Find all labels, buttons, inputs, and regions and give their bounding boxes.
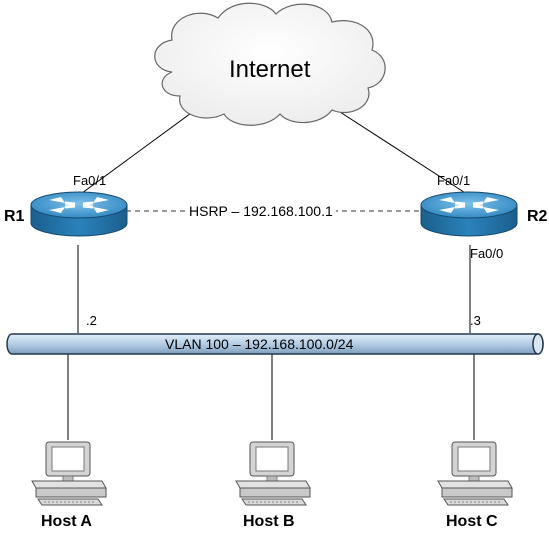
internet-cloud-icon: [154, 2, 386, 126]
internet-label: Internet: [229, 56, 311, 83]
hsrp-label: HSRP – 192.168.100.1: [186, 204, 336, 218]
link-r1-internet: [77, 107, 199, 197]
host-a-icon: [31, 441, 107, 506]
router-r1-name: R1: [4, 208, 25, 225]
host-c-label: Host C: [446, 513, 498, 530]
r2-lan-port-label: Fa0/0: [470, 246, 504, 261]
host-c-icon: [437, 441, 513, 506]
r2-lan-ip-label: .3: [470, 313, 481, 328]
r2-uplink-port-label: Fa0/1: [437, 173, 471, 188]
host-a-label: Host A: [41, 513, 92, 530]
vlan-bus: [6, 333, 544, 355]
host-b-icon: [235, 441, 311, 506]
host-b-label: Host B: [243, 513, 295, 530]
router-r2-name: R2: [527, 208, 548, 225]
router-r1-icon: [29, 190, 129, 238]
router-r2-icon: [419, 190, 519, 238]
r1-lan-ip-label: .2: [86, 313, 97, 328]
vlan-label: VLAN 100 – 192.168.100.0/24: [165, 336, 354, 352]
r1-uplink-port-label: Fa0/1: [73, 173, 107, 188]
link-r2-internet: [339, 111, 471, 197]
